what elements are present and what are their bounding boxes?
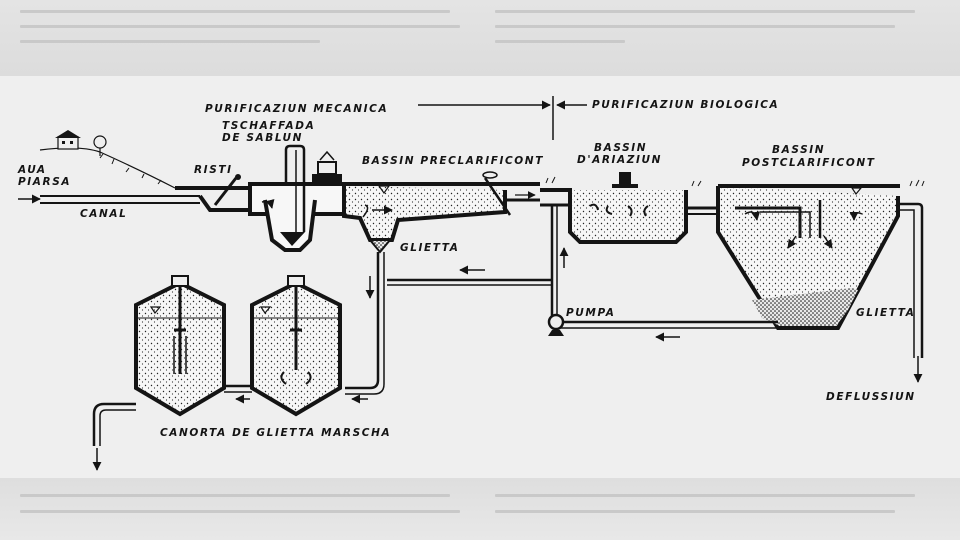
hillside-house-icon (39, 130, 176, 189)
secondary-clarifier (716, 179, 925, 383)
label-digester: CANORTA DE GLIETTA MARSCHA (160, 427, 391, 439)
book-page-top (0, 0, 960, 76)
stage-divider (418, 96, 587, 140)
label-primary-clarifier: BASSIN PRECLARIFICONT (362, 155, 544, 167)
label-raw-water-2: PIARSA (18, 176, 71, 188)
inflow-canal (18, 186, 255, 212)
label-sludge-primary: GLIETTA (400, 242, 459, 254)
label-aeration-2: D'ARIAZIUN (577, 154, 662, 166)
label-biological-stage: PURIFICAZIUN BIOLOGICA (592, 99, 779, 111)
label-aeration-1: BASSIN (594, 142, 647, 154)
digester-left (134, 275, 226, 417)
label-sand-trap-1: TSCHAFFADA (222, 120, 315, 132)
primary-clarifier (342, 171, 540, 254)
label-secondary-1: BASSIN (772, 144, 825, 156)
aeration-tank (540, 172, 735, 244)
label-secondary-2: POSTCLARIFICONT (742, 157, 876, 169)
screen-rack (213, 174, 241, 206)
label-sand-trap-2: DE SABLUN (222, 132, 303, 144)
label-canal: CANAL (80, 208, 127, 220)
digester-connections (92, 384, 252, 471)
label-outflow: DEFLUSSIUN (826, 391, 916, 403)
label-mechanical-stage: PURIFICAZIUN MECANICA (205, 103, 388, 115)
label-raw-water-1: AUA (17, 164, 47, 176)
return-sludge-line (387, 205, 778, 342)
digester-right (250, 275, 342, 417)
label-screen: RISTI (194, 164, 233, 176)
primary-sludge-line (345, 252, 385, 404)
book-page-bottom (0, 478, 960, 540)
label-pump: PUMPA (566, 307, 616, 319)
pump-icon (547, 313, 565, 336)
label-sludge-secondary: GLIETTA (856, 307, 915, 319)
sand-trap (248, 144, 346, 252)
